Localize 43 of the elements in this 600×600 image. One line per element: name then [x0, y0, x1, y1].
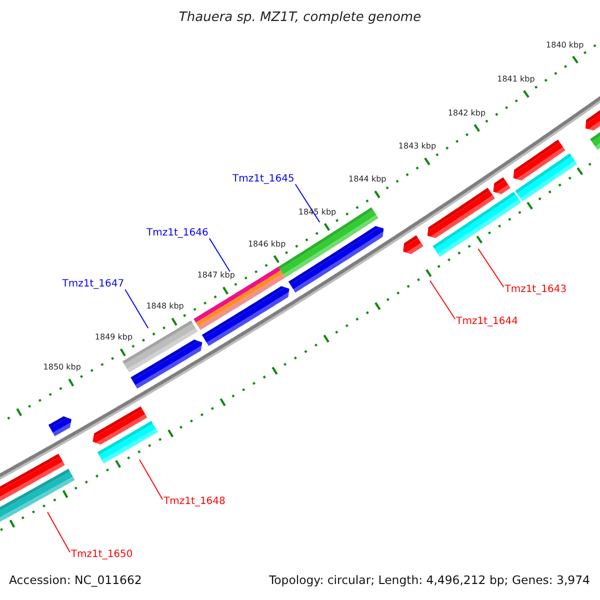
- genome-summary: Topology: circular; Length: 4,496,212 bp; Genes: 3,974: [268, 574, 590, 588]
- cog-feature: [97, 420, 158, 464]
- gene-feature: [427, 188, 495, 238]
- leader-line: [124, 288, 149, 329]
- scale-label: 1844 kbp: [348, 174, 386, 184]
- gene-feature: [585, 110, 600, 131]
- scale-label: 1847 kbp: [197, 270, 235, 280]
- scale-label: 1848 kbp: [146, 302, 184, 311]
- scale-label: 1849 kbp: [94, 332, 133, 342]
- gene-feature: [48, 416, 72, 436]
- gene-feature: [202, 286, 290, 346]
- gene-label: Tmz1t_1644: [456, 316, 518, 328]
- leader-line: [138, 459, 164, 500]
- accession-label: Accession: NC_011662: [9, 574, 142, 588]
- leader-line: [429, 280, 456, 320]
- gene-label: Tmz1t_1647: [62, 278, 124, 290]
- gene-label: Tmz1t_1645: [232, 174, 294, 186]
- gene-feature: [403, 235, 424, 254]
- scale-label: 1840 kbp: [546, 40, 584, 50]
- gene-label: Tmz1t_1646: [146, 228, 208, 240]
- gene-feature: [0, 454, 65, 502]
- scale-label: 1846 kbp: [248, 239, 286, 248]
- diagram-title: Thauera sp. MZ1T, complete genome: [178, 11, 422, 26]
- scale-label: 1841 kbp: [497, 74, 535, 84]
- cog-feature: [0, 468, 75, 522]
- scale-label: 1843 kbp: [398, 142, 436, 152]
- gene-feature: [288, 226, 384, 293]
- gene-label: Tmz1t_1648: [164, 496, 226, 508]
- cog-feature: [515, 153, 578, 202]
- gene-label: Tmz1t_1643: [504, 284, 567, 296]
- leader-line: [47, 512, 70, 553]
- cog-feature: [432, 192, 522, 257]
- leader-line: [478, 248, 504, 288]
- gene-feature: [513, 140, 566, 180]
- cog-feature: [590, 132, 600, 150]
- scale-label: 1850 kbp: [43, 362, 81, 372]
- scale-label: 1842 kbp: [448, 108, 486, 118]
- leader-line: [208, 238, 230, 272]
- gene-label: Tmz1t_1650: [70, 548, 133, 560]
- gene-feature: [493, 177, 510, 194]
- gene-feature: [92, 406, 148, 445]
- cog-feature: [194, 266, 286, 330]
- gene-feature: [130, 340, 202, 389]
